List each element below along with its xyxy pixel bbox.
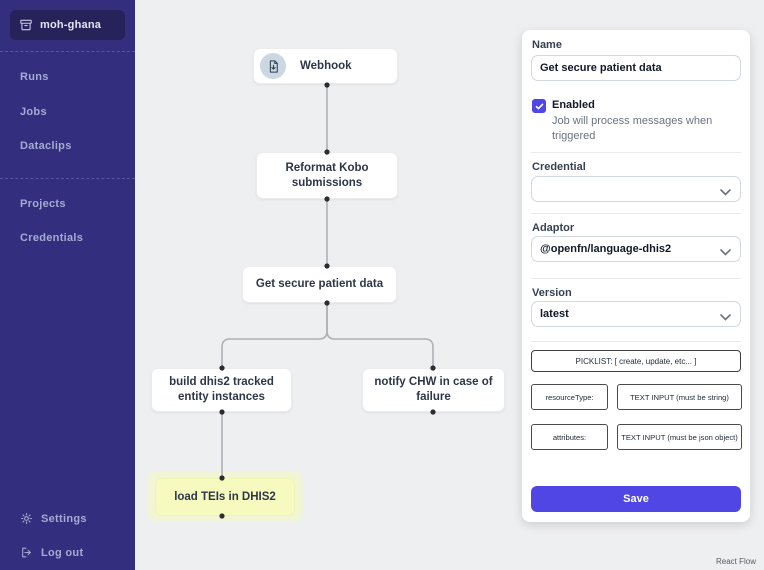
name-input[interactable] — [531, 55, 741, 81]
adaptor-value: @openfn/language-dhis2 — [540, 243, 672, 255]
version-label: Version — [532, 287, 572, 299]
gear-icon — [20, 512, 33, 525]
chevron-down-icon — [720, 312, 731, 324]
react-flow-attribution: React Flow — [715, 557, 756, 566]
version-value: latest — [540, 308, 569, 320]
credential-label: Credential — [532, 161, 586, 173]
sidebar: moh-ghana Runs Jobs Dataclips Projects C… — [0, 0, 135, 570]
sidebar-divider — [0, 178, 135, 179]
logout-icon — [20, 546, 33, 559]
section-divider — [531, 152, 741, 153]
sidebar-item-runs[interactable]: Runs — [20, 71, 49, 83]
adaptor-label: Adaptor — [532, 222, 575, 234]
section-divider — [531, 213, 741, 214]
resource-type-input[interactable]: TEXT INPUT (must be string) — [617, 384, 742, 410]
project-selector[interactable]: moh-ghana — [10, 10, 125, 40]
credential-select[interactable] — [531, 176, 741, 202]
name-label: Name — [532, 39, 562, 51]
sidebar-item-jobs[interactable]: Jobs — [20, 106, 47, 118]
node-build-dhis2-tracked-entity-instances[interactable]: build dhis2 tracked entity instances — [151, 368, 292, 412]
enabled-label: Enabled — [552, 99, 595, 111]
sidebar-item-credentials[interactable]: Credentials — [20, 232, 84, 244]
sidebar-item-settings[interactable]: Settings — [20, 512, 87, 525]
version-select[interactable]: latest — [531, 301, 741, 327]
enabled-description: Job will process messages when triggered — [552, 115, 713, 142]
node-reformat-kobo-submissions[interactable]: Reformat Kobo submissions — [256, 152, 398, 199]
sidebar-item-projects[interactable]: Projects — [20, 198, 66, 210]
picklist-field[interactable]: PICKLIST: [ create, update, etc... ] — [531, 350, 741, 372]
node-label: Webhook — [300, 59, 352, 72]
section-divider — [531, 278, 741, 279]
node-notify-chw-in-case-of-failure[interactable]: notify CHW in case of failure — [362, 368, 505, 412]
sidebar-item-label: Log out — [41, 546, 84, 559]
node-webhook[interactable]: Webhook — [253, 48, 398, 84]
job-inspector-panel: Name Enabled Job will process messages w… — [522, 30, 750, 522]
sidebar-item-label: Settings — [41, 512, 87, 525]
archive-box-icon — [19, 18, 33, 32]
node-label: notify CHW in case of failure — [374, 376, 493, 403]
sidebar-item-logout[interactable]: Log out — [20, 546, 83, 559]
chevron-down-icon — [720, 187, 731, 199]
attributes-input[interactable]: TEXT INPUT (must be json object) — [617, 424, 742, 450]
node-get-secure-patient-data[interactable]: Get secure patient data — [242, 266, 397, 303]
node-label: Reformat Kobo submissions — [285, 161, 369, 189]
adaptor-select[interactable]: @openfn/language-dhis2 — [531, 236, 741, 262]
chevron-down-icon — [720, 247, 731, 259]
sidebar-item-dataclips[interactable]: Dataclips — [20, 140, 72, 152]
enabled-checkbox[interactable] — [532, 99, 546, 113]
node-label: load TEIs in DHIS2 — [174, 490, 276, 503]
resource-type-key: resourceType: — [531, 384, 608, 410]
edge-getsecure-build — [221, 303, 328, 368]
edge-getsecure-notify — [326, 303, 434, 368]
project-name: moh-ghana — [40, 19, 102, 31]
save-button[interactable]: Save — [531, 486, 741, 512]
node-label: Get secure patient data — [255, 278, 384, 291]
attributes-key: attributes: — [531, 424, 608, 450]
section-divider — [531, 341, 741, 342]
check-icon — [535, 103, 543, 109]
sidebar-divider — [0, 51, 135, 52]
node-label: build dhis2 tracked entity instances — [169, 376, 274, 403]
document-arrow-down-icon — [260, 53, 286, 79]
node-load-teis-in-dhis2[interactable]: load TEIs in DHIS2 — [155, 478, 295, 516]
